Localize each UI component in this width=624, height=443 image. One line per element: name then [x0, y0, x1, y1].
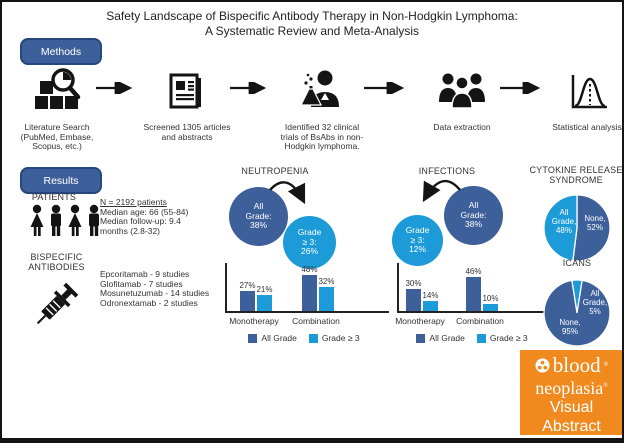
bar-value-label: 32%: [318, 277, 335, 286]
step-caption: Statistical analysis: [552, 122, 622, 132]
icans-pie-chart: [543, 279, 611, 347]
newspaper-icon: [129, 62, 245, 120]
legend-swatch-grade3: [308, 333, 318, 343]
methods-badge-label: Methods: [40, 45, 82, 58]
legend-item: Grade ≥ 3: [308, 333, 360, 343]
infections-grade3-circle: Grade ≥ 3: 12%: [392, 215, 443, 266]
category-label: Combination: [456, 316, 504, 326]
logo-line4: Abstract: [542, 418, 601, 435]
infections-legend: All Grade Grade ≥ 3: [387, 333, 557, 343]
legend-item: All Grade: [248, 333, 297, 343]
bar-combination-grade-≥-3: [483, 303, 498, 311]
bar-monotherapy-all-grade: [406, 288, 421, 311]
bar-combination-grade-≥-3: [319, 287, 334, 311]
bar-value-label: 30%: [405, 278, 422, 288]
arrow-right-icon: [96, 82, 133, 94]
step-caption: Screened 1305 articles and abstracts: [143, 122, 231, 142]
legend-label: Grade ≥ 3: [489, 333, 528, 343]
bar-combination-all-grade: [302, 275, 317, 311]
legend-item: All Grade: [416, 333, 465, 343]
legend-swatch-all-grade: [416, 333, 426, 343]
neutropenia-title: NEUTROPENIA: [241, 166, 309, 176]
legend-item: Grade ≥ 3: [476, 333, 528, 343]
infections-bar-chart: 30%14% 46% 10%: [397, 263, 549, 313]
patients-details: Median age: 66 (55-84) Median follow-up:…: [100, 206, 189, 236]
results-badge: Results: [20, 167, 102, 194]
bell-curve-icon: [529, 62, 622, 120]
curved-arrow-icon: [269, 181, 306, 205]
arrow-right-icon: [500, 82, 541, 94]
legend-swatch-grade3: [476, 333, 486, 343]
bar-combination-all-grade: [466, 276, 481, 311]
infections-title: INFECTIONS: [418, 166, 476, 176]
methods-badge: Methods: [20, 38, 102, 65]
method-step-screened: Screened 1305 articles and abstracts: [129, 62, 245, 142]
patients-stats: N = 2192 patients Median age: 66 (55-84)…: [100, 197, 230, 236]
bar-value-label: 48%: [301, 265, 318, 274]
neutropenia-bar-chart: 27%21% 48%32%: [225, 263, 389, 313]
step-caption: Identified 32 clinical trials of BsAbs i…: [280, 122, 364, 152]
bar-value-label: 10%: [482, 293, 499, 303]
patients-n: N = 2192 patients: [100, 197, 167, 207]
logo-line3: Visual: [549, 399, 594, 416]
bar-value-label: 14%: [422, 290, 439, 300]
crs-none-label: None, 52%: [584, 214, 606, 232]
logo-blood-row: blood®: [520, 353, 622, 377]
neutropenia-legend: All Grade Grade ≥ 3: [219, 333, 389, 343]
method-step-statistical-analysis: Statistical analysis: [529, 62, 622, 133]
method-step-identified-trials: Identified 32 clinical trials of BsAbs i…: [264, 62, 380, 152]
bar-monotherapy-all-grade: [240, 290, 255, 311]
antibody-studies-list: Epcoritamab - 9 studies Glofitamab - 7 s…: [100, 269, 210, 308]
icans-title: ICANS: [562, 258, 592, 268]
step-caption: Data extraction: [433, 122, 491, 132]
bispecific-antibodies-heading: BISPECIFIC ANTIBODIES: [28, 252, 85, 272]
people-group-icon: [404, 62, 520, 120]
patients-icon: [30, 204, 99, 236]
bar-value-label: 21%: [256, 285, 273, 295]
bar-value-label: 27%: [239, 280, 256, 290]
crs-pie-chart: [543, 194, 611, 262]
pie-slice-all-grade: [543, 194, 578, 262]
crs-title: CYTOKINE RELEASE SYNDROME: [529, 165, 623, 185]
logo-brand2-row: neoplasia®: [520, 376, 622, 398]
method-step-literature-search: Literature Search (PubMed, Embase, Scopu…: [2, 62, 115, 152]
scientist-flask-icon: [264, 62, 380, 120]
arrow-right-icon: [230, 82, 267, 94]
crs-all-grade-label: All Grade, 48%: [551, 208, 577, 235]
page-title: Safety Landscape of Bispecific Antibody …: [106, 9, 518, 38]
blood-drop-icon: [535, 358, 550, 372]
step-caption: Literature Search (PubMed, Embase, Scopu…: [20, 122, 94, 152]
bar-value-label: 46%: [465, 266, 482, 276]
syringe-icon: [36, 282, 79, 325]
category-label: Combination: [292, 316, 340, 326]
registered-mark: ®: [603, 383, 608, 389]
bar-monotherapy-grade-≥-3: [257, 295, 272, 311]
legend-swatch-all-grade: [248, 333, 258, 343]
registered-mark: ®: [603, 362, 609, 368]
results-badge-label: Results: [43, 174, 79, 187]
arrow-right-icon: [364, 82, 405, 94]
category-label: Monotherapy: [229, 316, 279, 326]
icans-none-label: None, 95%: [559, 318, 581, 336]
infections-all-grade-circle: All Grade: 38%: [444, 186, 503, 245]
neutropenia-all-grade-circle: All Grade: 38%: [229, 187, 288, 246]
literature-search-icon: [2, 62, 115, 120]
legend-label: All Grade: [429, 333, 465, 343]
logo-brand2: neoplasia: [535, 378, 604, 398]
category-label: Monotherapy: [395, 316, 445, 326]
icans-all-grade-label: All Grade, 5%: [582, 289, 608, 316]
method-step-data-extraction: Data extraction: [404, 62, 520, 133]
journal-logo: blood® neoplasia® Visual Abstract: [520, 350, 622, 435]
patients-heading: PATIENTS: [31, 192, 77, 202]
legend-label: All Grade: [261, 333, 297, 343]
pie-slice-none: [572, 194, 611, 262]
pie-slice-none: [543, 279, 611, 347]
logo-brand1: blood: [552, 353, 601, 377]
legend-label: Grade ≥ 3: [321, 333, 360, 343]
curved-arrow-icon: [422, 179, 461, 203]
bar-monotherapy-grade-≥-3: [423, 300, 438, 311]
neutropenia-grade3-circle: Grade ≥ 3: 26%: [283, 216, 336, 269]
